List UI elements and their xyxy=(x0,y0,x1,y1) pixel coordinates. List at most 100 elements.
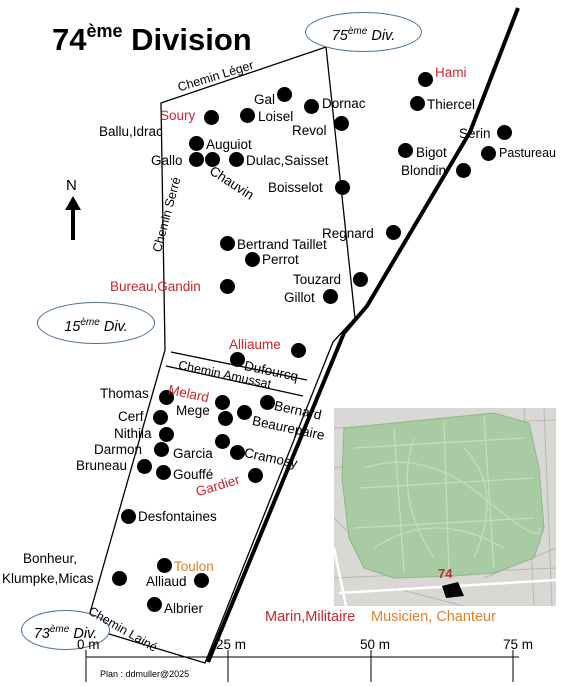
grave-dot-bureau xyxy=(220,279,235,294)
map-credit: Plan : ddmuller@2025 xyxy=(100,669,190,679)
grave-dot-garcia xyxy=(215,434,230,449)
scale-label-0: 0 m xyxy=(77,637,100,652)
grave-label-regnard: Regnard xyxy=(322,226,374,241)
grave-label-alliaume: Alliaume xyxy=(229,337,281,352)
grave-dot-cramosy xyxy=(230,445,245,460)
grave-label-thomas: Thomas xyxy=(100,386,149,401)
grave-label-bertrand-taillet: Bertrand Taillet xyxy=(237,237,327,252)
division-75-oval: 75ème Div. xyxy=(305,12,422,52)
division-73-oval: 73ème Div. xyxy=(21,610,110,650)
grave-label-auguiot: Auguiot xyxy=(206,137,252,152)
grave-dot-loisel xyxy=(240,108,255,123)
grave-dot-hami xyxy=(418,72,433,87)
grave-dot-bruneau xyxy=(137,459,152,474)
grave-dot-perrot xyxy=(245,252,260,267)
title-number: 74 xyxy=(52,22,87,57)
grave-label-darmon: Darmon xyxy=(94,442,143,457)
grave-label-mege: Mege xyxy=(176,403,210,418)
grave-dot-toulon xyxy=(157,558,172,573)
grave-label-bigot: Bigot xyxy=(416,145,447,160)
grave-dot-revol xyxy=(334,116,349,131)
grave-dot-soury xyxy=(204,110,219,125)
grave-dot-touzard xyxy=(353,272,368,287)
grave-dot-bigot xyxy=(398,143,413,158)
grave-dot-gillot xyxy=(323,289,338,304)
scale-label-75: 75 m xyxy=(503,637,534,652)
legend-musician: Musicien, Chanteur xyxy=(371,609,496,625)
grave-dot-darmon xyxy=(154,442,169,457)
inset-division-74-label: 74 xyxy=(438,566,453,581)
grave-dot-dulac xyxy=(229,152,244,167)
grave-label-gouffe: Gouffé xyxy=(173,467,214,482)
grave-dot-boisselot xyxy=(335,180,350,195)
boundary-wall xyxy=(206,7,520,663)
grave-label-toulon: Toulon xyxy=(174,559,214,574)
grave-label-gillot: Gillot xyxy=(284,290,315,305)
grave-dot-melard xyxy=(215,395,230,410)
grave-dot-cerf xyxy=(153,410,168,425)
grave-label-loisel: Loisel xyxy=(258,109,294,124)
scale-label-25: 25 m xyxy=(216,637,247,652)
grave-label-pastureau: Pastureau xyxy=(499,146,556,160)
grave-label-boisselot: Boisselot xyxy=(268,180,323,195)
inset-park-area xyxy=(341,412,545,579)
grave-label-desfontaines: Desfontaines xyxy=(138,509,217,524)
grave-label-cerf: Cerf xyxy=(118,409,144,424)
north-arrow-head xyxy=(65,196,81,210)
grave-dot-regnard xyxy=(386,225,401,240)
grave-label-klumpke-micas: Klumpke,Micas xyxy=(2,571,94,586)
grave-dot-beaurepaire xyxy=(237,405,252,420)
grave-label-alliaud: Alliaud xyxy=(146,574,187,589)
north-label: N xyxy=(66,177,77,194)
grave-dot-dornac xyxy=(304,99,319,114)
grave-dot-serin xyxy=(497,125,512,140)
grave-label-thiercel: Thiercel xyxy=(427,97,476,112)
inset-division-74-marker xyxy=(442,582,464,598)
grave-label-perrot: Perrot xyxy=(262,252,299,267)
grave-dot-blondin xyxy=(456,163,471,178)
grave-label-hami: Hami xyxy=(435,65,467,80)
amussat-line-bottom xyxy=(165,365,304,397)
grave-dot-bertrand-taillet xyxy=(220,236,235,251)
grave-dot-gallo-1 xyxy=(189,152,204,167)
grave-dot-dufourcq xyxy=(230,352,245,367)
title-sup: ème xyxy=(86,20,123,41)
grave-label-ballu-idrac: Ballu,Idrac xyxy=(99,124,163,139)
map-title: 74ème Division xyxy=(52,20,252,58)
grave-label-bruneau: Bruneau xyxy=(76,458,128,473)
grave-dot-pastureau xyxy=(481,146,496,161)
grave-label-gal: Gal xyxy=(254,92,276,107)
grave-label-albrier: Albrier xyxy=(164,601,204,616)
grave-dot-auguiot xyxy=(189,136,204,151)
grave-dot-desfontaines xyxy=(121,509,136,524)
grave-dot-gal xyxy=(277,87,292,102)
grave-label-dulac-saisset: Dulac,Saisset xyxy=(246,153,329,168)
division-outline xyxy=(85,46,356,664)
grave-dot-thiercel xyxy=(410,96,425,111)
grave-label-nithila: Nithila xyxy=(114,426,152,441)
grave-dot-nithila xyxy=(159,427,174,442)
grave-dot-bernard xyxy=(260,395,275,410)
grave-label-bonheur: Bonheur, xyxy=(23,551,78,566)
title-rest: Division xyxy=(122,22,252,57)
division-15-oval: 15ème Div. xyxy=(37,302,155,344)
grave-dot-gallo-2 xyxy=(205,152,220,167)
grave-label-dornac: Dornac xyxy=(322,96,366,111)
grave-dot-gouffe xyxy=(156,465,171,480)
grave-dot-thomas xyxy=(159,390,174,405)
grave-label-gallo: Gallo xyxy=(151,153,183,168)
grave-label-soury: Soury xyxy=(160,108,196,123)
inset-map-drawing xyxy=(334,408,556,606)
grave-dot-mege xyxy=(218,411,233,426)
grave-label-bureau-gandin: Bureau,Gandin xyxy=(110,279,201,294)
legend-military: Marin,Militaire xyxy=(265,609,356,625)
grave-dot-alliaume xyxy=(291,343,306,358)
inset-locator-map: 74 xyxy=(334,408,556,606)
grave-label-garcia: Garcia xyxy=(173,446,213,461)
scale-label-50: 50 m xyxy=(360,637,391,652)
grave-label-serin: Serin xyxy=(459,126,491,141)
grave-dot-albrier xyxy=(147,597,162,612)
grave-dot-alliaud xyxy=(194,573,209,588)
